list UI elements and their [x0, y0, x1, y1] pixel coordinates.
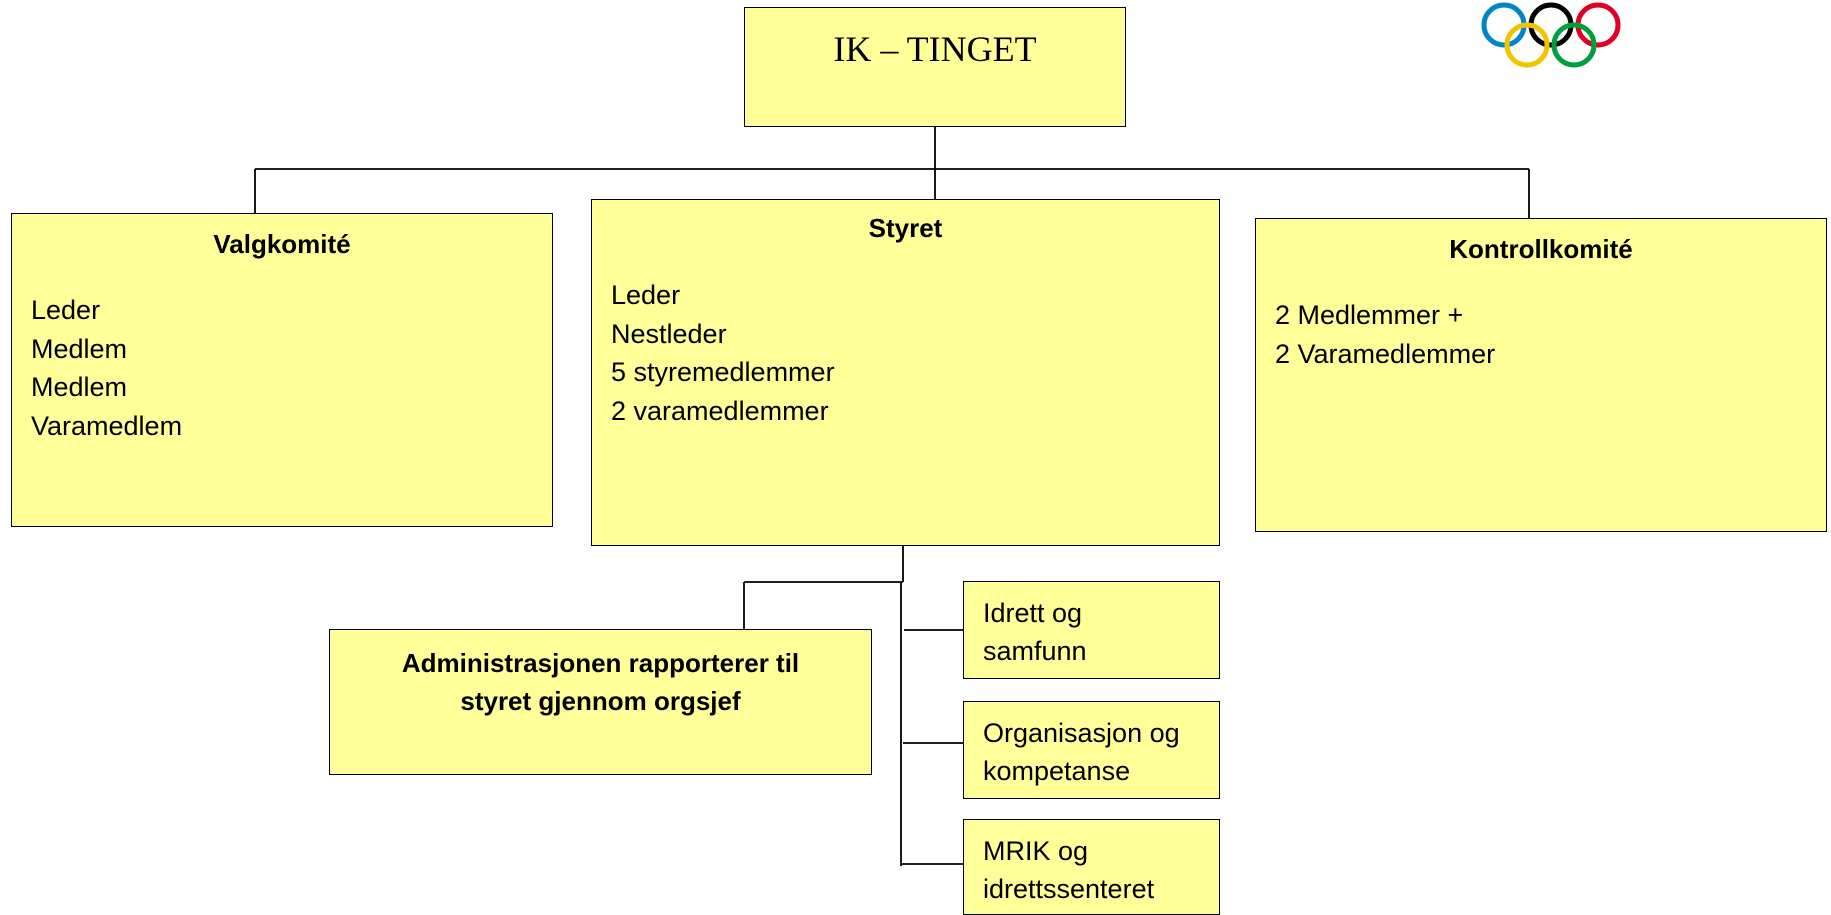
- member-line: Medlem: [31, 333, 128, 364]
- ik-tinget-title: IK – TINGET: [833, 29, 1037, 69]
- ik-tinget-box: IK – TINGET: [744, 7, 1126, 127]
- kontrollkomite-members: 2 Medlemmer + 2 Varamedlemmer: [1275, 296, 1495, 373]
- styret-title: Styret: [868, 213, 943, 243]
- committee-line: kompetanse: [983, 756, 1131, 786]
- kontrollkomite-box: Kontrollkomité 2 Medlemmer + 2 Varamedle…: [1255, 218, 1827, 532]
- valgkomite-box: Valgkomité Leder Medlem Medlem Varamedle…: [11, 213, 553, 527]
- ring-green: [1551, 22, 1597, 68]
- administrasjon-line: Administrasjonen rapporterer til: [401, 648, 800, 678]
- valgkomite-title: Valgkomité: [213, 229, 351, 259]
- ring-yellow: [1504, 22, 1550, 68]
- committee-organisasjon-box: Organisasjon og kompetanse: [963, 701, 1220, 799]
- committee-label: Organisasjon og kompetanse: [983, 714, 1180, 790]
- committee-label: Idrett og samfunn: [983, 594, 1087, 670]
- member-line: Varamedlem: [31, 410, 183, 441]
- member-line: 2 varamedlemmer: [611, 395, 829, 426]
- committee-line: Organisasjon og: [983, 718, 1180, 748]
- member-line: 2 Medlemmer +: [1275, 300, 1464, 330]
- valgkomite-members: Leder Medlem Medlem Varamedlem: [31, 291, 182, 445]
- member-line: Medlem: [31, 372, 128, 402]
- member-line: 5 styremedlemmer: [611, 357, 835, 387]
- committee-line: MRIK og: [983, 836, 1089, 866]
- committee-label: MRIK og idrettssenteret: [983, 832, 1154, 908]
- member-line: 2 Varamedlemmer: [1275, 338, 1496, 369]
- kontrollkomite-title: Kontrollkomité: [1449, 234, 1633, 264]
- committee-mrik-box: MRIK og idrettssenteret: [963, 819, 1220, 915]
- olympic-rings-icon: [1481, 2, 1621, 68]
- committee-idrett-box: Idrett og samfunn: [963, 581, 1220, 679]
- member-line: Nestleder: [611, 318, 727, 349]
- styret-box: Styret Leder Nestleder 5 styremedlemmer …: [591, 199, 1220, 546]
- styret-members: Leder Nestleder 5 styremedlemmer 2 varam…: [611, 276, 835, 430]
- committee-line: Idrett og: [983, 598, 1083, 628]
- committee-line: idrettssenteret: [983, 874, 1155, 904]
- committee-line: samfunn: [983, 636, 1087, 666]
- administrasjon-text: Administrasjonen rapporterer til styret …: [330, 644, 871, 720]
- administrasjon-box: Administrasjonen rapporterer til styret …: [329, 629, 872, 775]
- member-line: Leder: [611, 280, 681, 310]
- member-line: Leder: [31, 295, 101, 325]
- administrasjon-line: styret gjennom orgsjef: [460, 686, 741, 716]
